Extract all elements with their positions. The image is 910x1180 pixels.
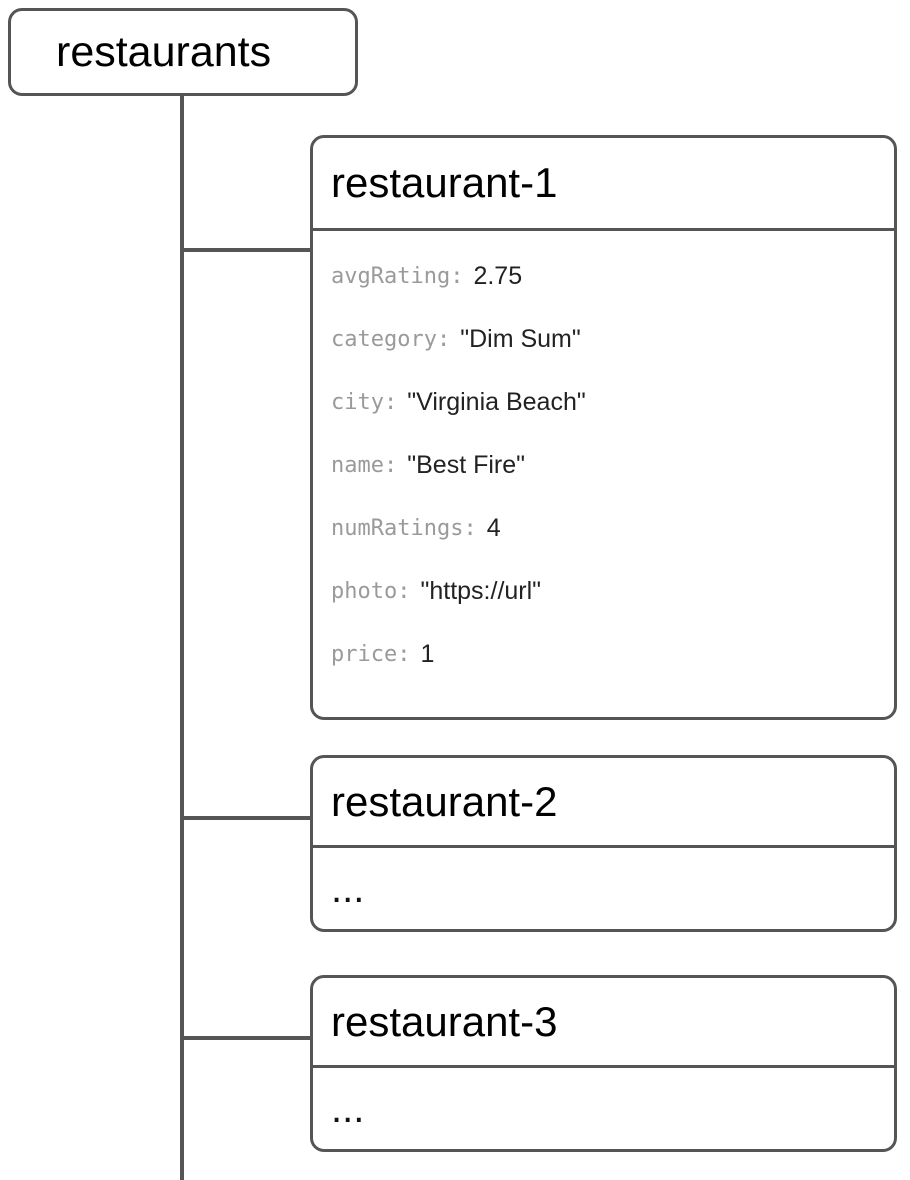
- document-field-row: name: "Best Fire": [331, 434, 876, 497]
- document-card-restaurant-2[interactable]: restaurant-2 ...: [310, 755, 897, 932]
- document-field-row: avgRating: 2.75: [331, 245, 876, 308]
- document-field-row: category: "Dim Sum": [331, 308, 876, 371]
- document-card-restaurant-3[interactable]: restaurant-3 ...: [310, 975, 897, 1152]
- field-value: 1: [420, 640, 435, 668]
- field-value: "Best Fire": [407, 451, 526, 479]
- document-card-header: restaurant-2: [313, 758, 894, 848]
- document-field-row: price: 1: [331, 623, 876, 686]
- ellipsis-placeholder: ...: [331, 866, 365, 911]
- document-card-title: restaurant-3: [331, 997, 558, 1045]
- document-field-row: city: "Virginia Beach": [331, 371, 876, 434]
- ellipsis-placeholder: ...: [331, 1086, 365, 1131]
- document-field-row: photo: "https://url": [331, 560, 876, 623]
- document-card-header: restaurant-3: [313, 978, 894, 1068]
- document-card-title: restaurant-1: [331, 159, 558, 206]
- field-value: "https://url": [420, 577, 542, 605]
- document-field-list: avgRating: 2.75 category: "Dim Sum" city…: [313, 231, 894, 717]
- field-value: "Virginia Beach": [407, 388, 586, 416]
- document-field-list: ...: [313, 848, 894, 929]
- field-key: category:: [331, 327, 451, 352]
- collection-node-label: restaurants: [56, 27, 272, 76]
- field-key: city:: [331, 390, 398, 415]
- field-key: photo:: [331, 579, 411, 604]
- field-value: "Dim Sum": [460, 325, 581, 353]
- field-key: name:: [331, 453, 398, 478]
- document-card-title: restaurant-2: [331, 777, 558, 825]
- collection-node-restaurants[interactable]: restaurants: [8, 8, 358, 96]
- field-value: 2.75: [473, 262, 523, 290]
- field-key: numRatings:: [331, 516, 477, 541]
- document-field-row: numRatings: 4: [331, 497, 876, 560]
- document-field-list: ...: [313, 1068, 894, 1149]
- field-key: price:: [331, 642, 411, 667]
- document-card-restaurant-1[interactable]: restaurant-1 avgRating: 2.75 category: "…: [310, 135, 897, 720]
- document-card-header: restaurant-1: [313, 138, 894, 231]
- field-value: 4: [486, 514, 501, 542]
- field-key: avgRating:: [331, 264, 464, 289]
